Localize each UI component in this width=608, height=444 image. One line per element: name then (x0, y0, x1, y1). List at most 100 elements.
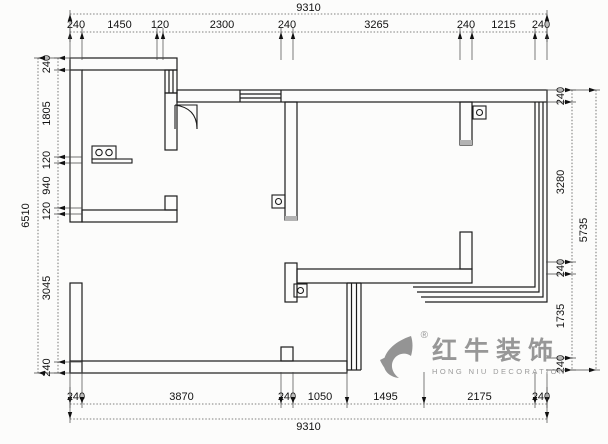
dim-label: 120 (151, 19, 169, 31)
dim-arrow (565, 87, 572, 93)
bull-swoosh-icon (383, 336, 413, 378)
dim-arrow (589, 367, 596, 373)
dim-arrow (565, 271, 572, 277)
dim-label: 1215 (491, 19, 515, 31)
dim-label: 3045 (41, 276, 53, 300)
brand-logo-icon: ® (376, 330, 428, 382)
dim-arrow (421, 397, 427, 404)
wall-top-main (176, 89, 548, 103)
dim-arrow (565, 355, 572, 361)
dim-label: 1735 (555, 304, 567, 328)
dim-label: 240 (278, 391, 296, 403)
dim-arrow (58, 154, 65, 160)
dim-chain-right: 240 3280 240 1735 240 5735 (546, 87, 600, 373)
dim-arrow (544, 412, 550, 419)
dim-arrow (469, 32, 475, 39)
wall-mid-vertical (284, 101, 298, 221)
dim-arrow (532, 397, 538, 404)
dim-label: 3265 (364, 19, 388, 31)
dim-label: 1050 (308, 391, 332, 403)
wall-east-vertical (459, 231, 473, 270)
dim-arrow (290, 397, 296, 404)
window-corner-bay (413, 102, 548, 303)
dim-label: 120 (41, 151, 53, 169)
dim-label: 3280 (555, 170, 567, 194)
dim-label: 240 (555, 259, 567, 277)
dim-label: 1450 (107, 19, 131, 31)
dim-label: 1495 (373, 391, 397, 403)
dim-arrow (457, 32, 463, 39)
dim-label: 1805 (41, 101, 53, 125)
dim-total-label: 5735 (578, 218, 590, 242)
dim-label: 120 (41, 202, 53, 220)
wall-mid-horizontal (296, 268, 473, 284)
dim-arrow (58, 359, 65, 365)
dim-arrow (79, 397, 85, 404)
window-vertical (346, 282, 362, 371)
shaft-hatch (164, 69, 178, 94)
dim-arrow (565, 367, 572, 373)
dim-total-label: 6510 (20, 203, 32, 227)
dim-arrow (58, 211, 65, 217)
wall-mid-band (81, 209, 178, 223)
dim-arrow (58, 160, 65, 166)
dim-arrow (38, 370, 45, 376)
stove (91, 145, 133, 164)
dim-label: 240 (67, 391, 85, 403)
dim-arrow (544, 14, 550, 21)
door (174, 104, 198, 130)
brand-name-en: HONG NIU DECORATION (432, 366, 567, 376)
window-top (239, 90, 282, 102)
brand-logo: ® 红牛装饰 HONG NIU DECORATION (376, 330, 567, 382)
wall-top-left (69, 57, 178, 71)
walls (69, 57, 548, 374)
dim-arrow (58, 205, 65, 211)
dim-arrow (565, 259, 572, 265)
socket-symbol (293, 283, 308, 298)
dim-arrow (79, 32, 85, 39)
dim-arrow (67, 14, 73, 21)
dim-arrow (290, 32, 296, 39)
fixture-symbols (271, 105, 487, 298)
bull-horn-icon (380, 357, 393, 375)
dim-arrow (589, 87, 596, 93)
wall-stub-top (459, 101, 473, 146)
wall-stub-bottom (280, 346, 294, 362)
dim-label: 240 (457, 19, 475, 31)
wall-post (284, 262, 298, 303)
dim-label: 240 (532, 391, 550, 403)
dim-label: 2175 (467, 391, 491, 403)
dim-arrow (344, 397, 350, 404)
wall-left-upper (69, 69, 83, 223)
dim-label: 240 (67, 19, 85, 31)
dim-arrow (154, 32, 160, 39)
wall-bottom (69, 360, 348, 374)
socket-symbol (472, 105, 487, 120)
dim-label: 940 (41, 176, 53, 194)
dim-arrow (58, 67, 65, 73)
brand-name-cn: 红牛装饰 (432, 337, 561, 365)
wall-end-caps (285, 140, 472, 221)
dim-arrow (160, 32, 166, 39)
dim-label: 3870 (169, 391, 193, 403)
brand-text: 红牛装饰 HONG NIU DECORATION (432, 332, 567, 376)
dim-label: 240 (532, 19, 550, 31)
dim-label: 240 (555, 355, 567, 373)
dim-chain-bottom: 240 3870 240 1050 1495 2175 240 9310 (67, 372, 550, 433)
dim-total-label: 9310 (296, 2, 320, 14)
dim-arrow (67, 412, 73, 419)
dim-label: 2300 (210, 19, 234, 31)
wall-left-lower (69, 282, 83, 374)
dim-arrow (278, 32, 284, 39)
dim-label: 240 (555, 87, 567, 105)
dim-total-label: 9310 (296, 421, 320, 433)
dim-label: 240 (278, 19, 296, 31)
dim-arrow (38, 55, 45, 61)
socket-symbol (271, 194, 286, 209)
wall-notch (164, 195, 178, 211)
dim-arrow (532, 32, 538, 39)
